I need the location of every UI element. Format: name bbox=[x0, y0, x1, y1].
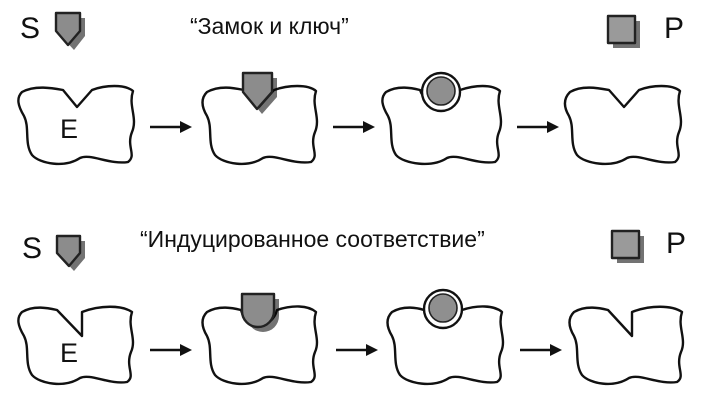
substrate-pentagon-icon bbox=[55, 234, 85, 271]
panel-induced-fit: S “Индуцированное соответствие” P E bbox=[17, 226, 686, 386]
product-label: P bbox=[666, 227, 686, 260]
substrate-label: S bbox=[20, 12, 40, 45]
arrow-right-icon bbox=[150, 121, 192, 133]
enzyme-shape bbox=[17, 84, 136, 166]
arrow-right-icon bbox=[150, 344, 192, 356]
enzyme-shape bbox=[201, 84, 319, 166]
arrow-right-icon bbox=[520, 344, 562, 356]
arrow-right-icon bbox=[333, 121, 375, 133]
substrate-pentagon-icon bbox=[54, 11, 85, 50]
substrate-label: S bbox=[22, 232, 42, 265]
enzyme-label: E bbox=[60, 338, 78, 368]
product-square-icon bbox=[606, 14, 640, 48]
enzyme-shape bbox=[17, 305, 135, 386]
panel-lock-and-key: S “Замок и ключ” P E bbox=[17, 11, 684, 166]
complex-circle-icon bbox=[422, 288, 464, 330]
panel-title: “Индуцированное соответствие” bbox=[140, 226, 485, 252]
enzyme-shape bbox=[563, 84, 683, 166]
product-square-icon bbox=[610, 229, 644, 263]
substrate-pentagon-icon bbox=[240, 292, 279, 332]
product-label: P bbox=[664, 12, 684, 45]
substrate-pentagon-icon bbox=[241, 71, 277, 114]
arrow-right-icon bbox=[517, 121, 559, 133]
panel-title: “Замок и ключ” bbox=[190, 13, 349, 39]
arrow-right-icon bbox=[336, 344, 378, 356]
enzyme-label: E bbox=[60, 114, 78, 144]
enzyme-shape bbox=[568, 305, 685, 386]
complex-circle-icon bbox=[420, 71, 462, 113]
